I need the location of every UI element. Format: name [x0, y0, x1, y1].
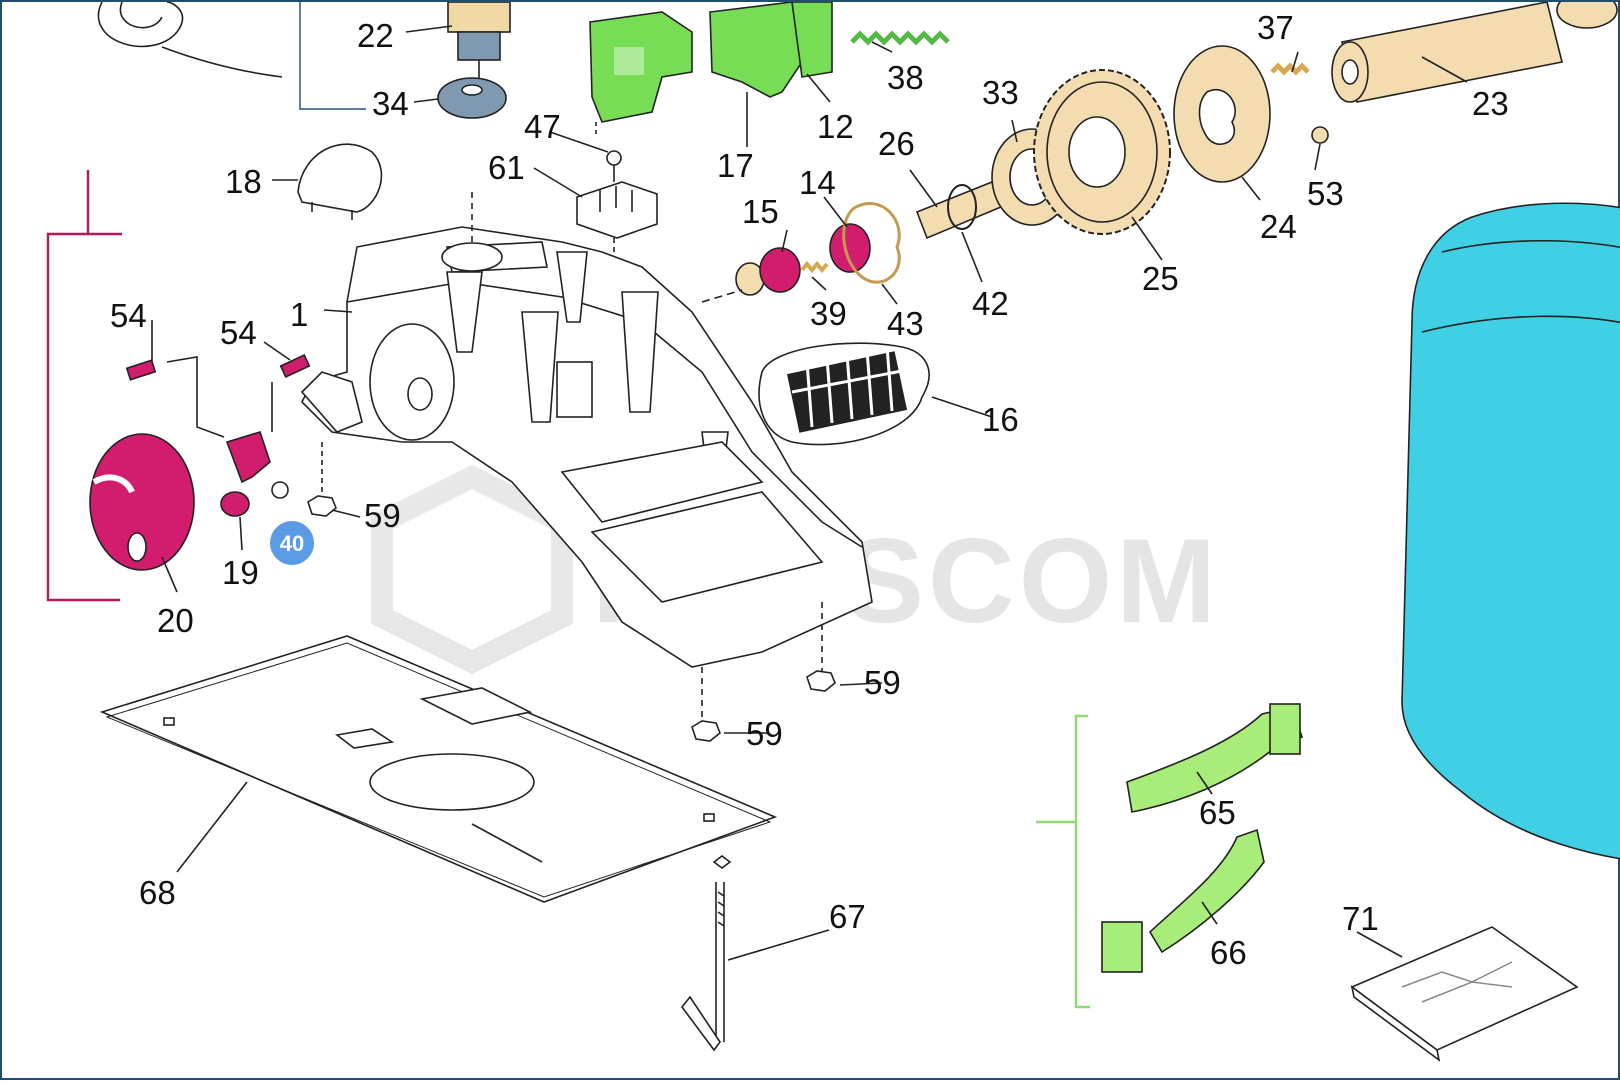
cover-part: [1401, 202, 1620, 860]
label-67: 67: [829, 898, 866, 935]
hotspot-label: 40: [280, 531, 304, 556]
cable-coil: [97, 2, 283, 78]
anchor-bolt-part: [680, 855, 732, 1052]
leader-lines: [151, 25, 1468, 961]
label-61: 61: [488, 149, 525, 186]
label-43: 43: [887, 305, 924, 342]
label-22: 22: [357, 17, 394, 54]
label-16: 16: [982, 401, 1019, 438]
filter-part: [758, 342, 930, 446]
label-54-right: 54: [220, 314, 257, 351]
label-23: 23: [1472, 85, 1509, 122]
label-26: 26: [878, 125, 915, 162]
release-knob-parts: [89, 354, 311, 571]
hotspot-part-40[interactable]: 40: [268, 519, 316, 567]
release-levers: [1101, 703, 1303, 973]
nut-parts: [307, 495, 836, 742]
label-59-lower: 59: [746, 715, 783, 752]
housing-part: [300, 192, 873, 722]
label-34: 34: [372, 85, 409, 122]
label-15: 15: [742, 193, 779, 230]
label-12: 12: [817, 108, 854, 145]
label-66: 66: [1210, 934, 1247, 971]
label-19: 19: [222, 554, 259, 591]
spring-part: [850, 30, 950, 46]
label-18: 18: [225, 163, 262, 200]
gear-shaft-assembly: [701, 2, 1618, 303]
label-38: 38: [887, 59, 924, 96]
circuit-boards: [589, 2, 833, 137]
label-68: 68: [139, 874, 176, 911]
label-59-right: 59: [864, 664, 901, 701]
label-14: 14: [799, 164, 836, 201]
label-20: 20: [157, 602, 194, 639]
motor-shaft-part: [437, 2, 511, 119]
label-37: 37: [1257, 9, 1294, 46]
label-39: 39: [810, 295, 847, 332]
label-54-left: 54: [110, 297, 147, 334]
bracket-left: [46, 170, 122, 602]
base-plate-part: [99, 635, 778, 903]
label-42: 42: [972, 285, 1009, 322]
bracket-right: [1036, 714, 1090, 1009]
label-71: 71: [1342, 900, 1379, 937]
label-53: 53: [1307, 175, 1344, 212]
bracket-top: [299, 2, 366, 110]
label-17: 17: [717, 147, 754, 184]
label-25: 25: [1142, 260, 1179, 297]
cap-part: [297, 143, 383, 220]
label-33: 33: [982, 74, 1019, 111]
label-59-upper: 59: [364, 497, 401, 534]
manual-part: [1350, 926, 1579, 1062]
label-24: 24: [1260, 208, 1297, 245]
label-1: 1: [290, 296, 308, 333]
label-65: 65: [1199, 794, 1236, 831]
part-labels: 22 34 18 61 47 17 12 38 33 26 14 15 39 4…: [110, 9, 1509, 971]
label-47: 47: [524, 108, 561, 145]
